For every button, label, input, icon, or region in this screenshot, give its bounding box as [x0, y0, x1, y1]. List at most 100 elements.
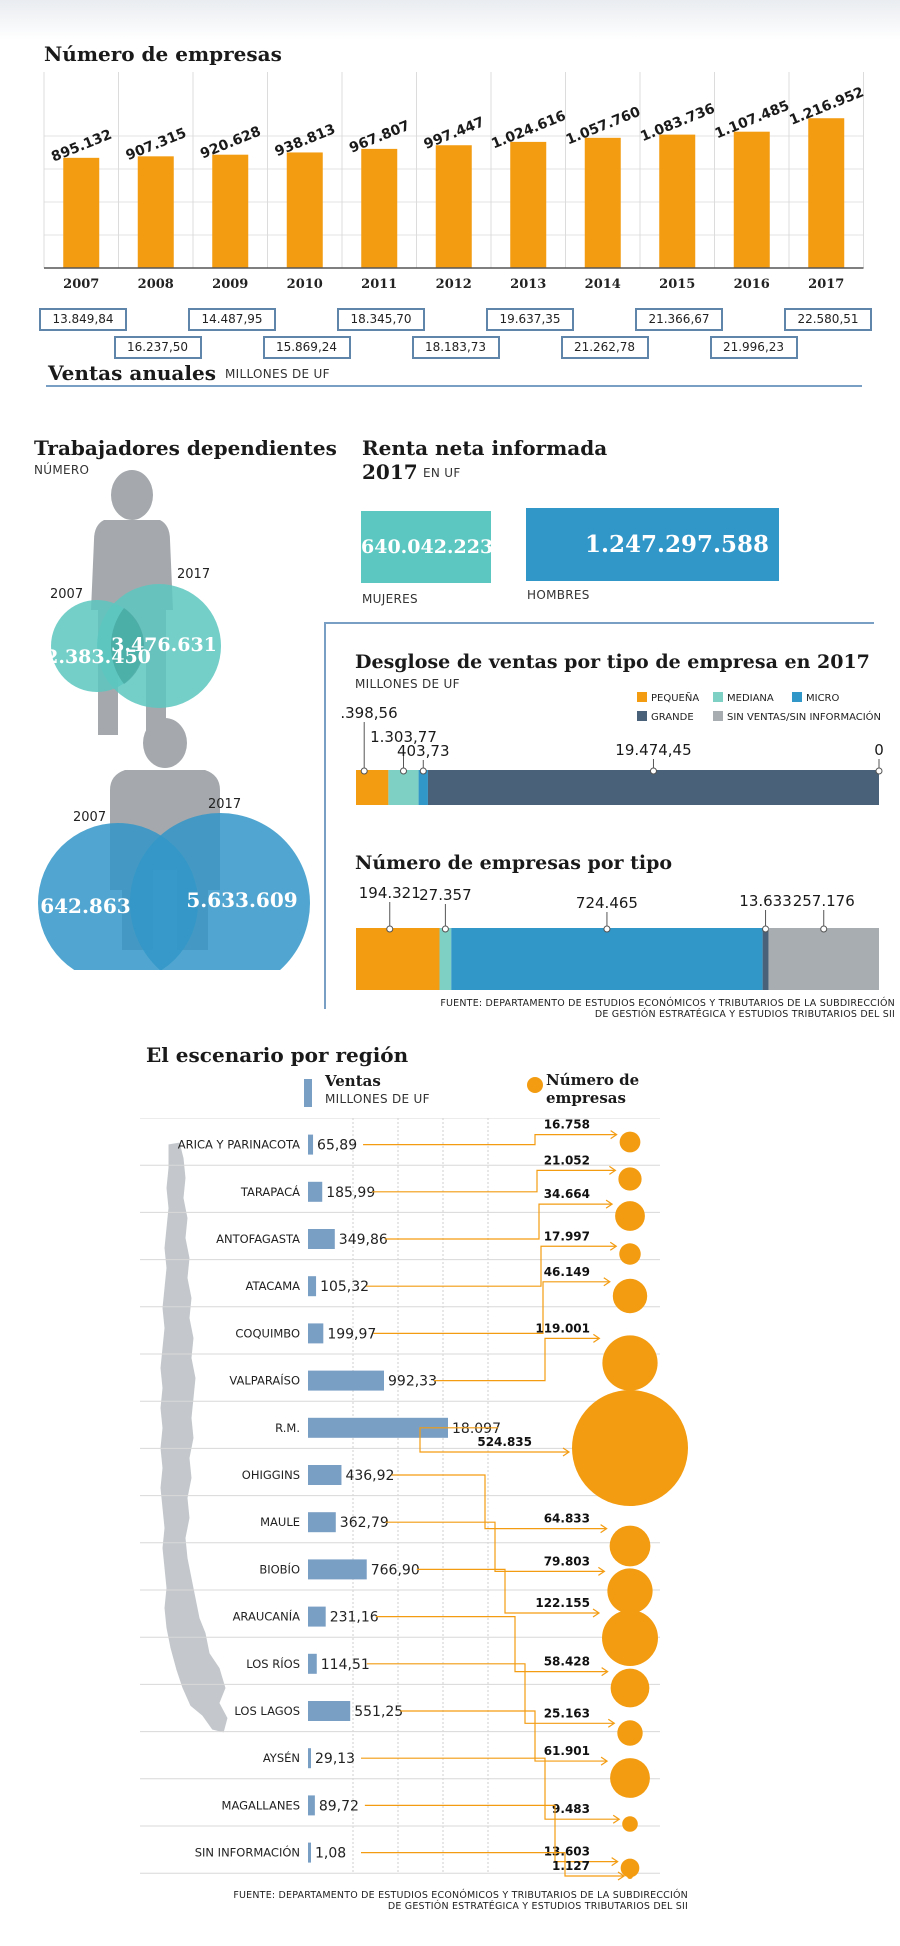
region-empresas-label-1: 21.052 — [544, 1153, 590, 1167]
desglose-marker-3 — [649, 767, 657, 775]
year-tick-2007: 2007 — [63, 277, 99, 292]
num_tipo-marker-3 — [762, 925, 770, 933]
bar-2011 — [361, 148, 398, 268]
legend-empresas: Número de empresas — [546, 1071, 639, 1107]
mujeres-value-b: 3.476.631 — [111, 634, 217, 656]
region-empresas-label-7: 64.833 — [544, 1512, 590, 1526]
region-arrow-14 — [611, 1857, 619, 1867]
region-arrow-15 — [617, 1871, 626, 1881]
top-band — [0, 0, 900, 40]
bar-2013 — [510, 141, 547, 268]
region-connector-7 — [391, 1474, 606, 1530]
legend-pequena-swatch — [637, 692, 647, 702]
region-name-12: LOS LAGOS — [234, 1704, 300, 1718]
year-tick-2013: 2013 — [510, 277, 546, 292]
region-empresas-label-11: 25.163 — [544, 1706, 590, 1720]
renta-hombres-box: 1.247.297.588 — [526, 508, 779, 581]
region-bubble-12 — [610, 1758, 650, 1798]
region-bubble-13 — [622, 1816, 638, 1832]
bar-2009 — [212, 154, 249, 268]
region-connector-13 — [361, 1757, 619, 1820]
renta-mujeres-label: MUJERES — [362, 592, 418, 606]
year-tick-2009: 2009 — [212, 277, 248, 292]
desglose-label-2: 403,73 — [397, 742, 450, 760]
bar-2010 — [286, 152, 323, 268]
desglose-frame-left — [324, 622, 326, 1009]
ventas-box-2016: 21.996,23 — [709, 336, 798, 359]
region-empresas-label-6: 524.835 — [477, 1435, 532, 1449]
bar-2016 — [733, 131, 770, 268]
empresas-title: Número de empresas — [44, 42, 282, 66]
region-ventas-label-15: 1,08 — [315, 1846, 346, 1862]
region-empresas-label-10: 58.428 — [544, 1655, 590, 1669]
renta-mujeres-value: 640.042.223 — [361, 536, 494, 558]
hombres-year-a: 2007 — [73, 810, 106, 825]
mujeres-value-a: 2.383.450 — [45, 646, 151, 668]
trabajadores-subtitle: NÚMERO — [34, 463, 90, 477]
mujeres-year-a: 2007 — [50, 587, 83, 602]
region-ventas-label-4: 199,97 — [327, 1326, 376, 1342]
num_tipo-label-0: 194.321 — [359, 884, 421, 902]
region-ventas-label-6: 18.097 — [452, 1421, 501, 1437]
region-bar-13 — [308, 1748, 311, 1769]
ventas-box-2007: 13.849,84 — [39, 308, 127, 331]
region-arrow-4 — [603, 1277, 611, 1287]
region-empresas-label-13: 9.483 — [552, 1802, 590, 1816]
region-name-6: R.M. — [275, 1421, 300, 1435]
region-bubble-11 — [617, 1720, 643, 1746]
legend-ventas-sub: MILLONES DE UF — [325, 1092, 430, 1106]
year-tick-2012: 2012 — [436, 277, 472, 292]
num_tipo-segment-3 — [762, 928, 769, 990]
region-arrow-12 — [600, 1756, 609, 1766]
renta-hombres-label: HOMBRES — [527, 588, 590, 602]
num_tipo-segment-4 — [768, 928, 879, 990]
region-name-3: ATACAMA — [246, 1279, 301, 1293]
desglose-segment-1 — [388, 770, 419, 805]
region-name-15: SIN INFORMACIÓN — [195, 1845, 300, 1860]
region-name-1: TARAPACÁ — [240, 1184, 300, 1199]
legend-micro: MICRO — [792, 692, 839, 704]
num_tipo-label-2: 724.465 — [576, 894, 638, 912]
region-empresas-label-0: 16.758 — [544, 1118, 590, 1132]
region-bubble-4 — [612, 1278, 648, 1314]
legend-micro-swatch — [792, 692, 802, 702]
ventas-box-2010: 15.869,24 — [262, 336, 351, 359]
year-tick-2008: 2008 — [138, 277, 174, 292]
region-empresas-label-14: 13.603 — [544, 1845, 590, 1859]
renta-subtitle: EN UF — [423, 466, 461, 480]
renta-mujeres-box: 640.042.223 — [361, 511, 494, 583]
region-title: El escenario por región — [146, 1043, 409, 1067]
region-name-0: ARICA Y PARINACOTA — [178, 1138, 300, 1152]
num_tipo-label-3: 13.633 — [739, 892, 792, 910]
region-name-11: LOS RÍOS — [246, 1656, 300, 1671]
region-bubble-5 — [602, 1335, 658, 1391]
desglose-label-4: 0 — [874, 741, 884, 759]
desglose-label-3: 19.474,45 — [615, 741, 691, 759]
legend-mediana-swatch — [713, 692, 723, 702]
region-bar-2 — [308, 1229, 335, 1249]
region-arrow-5 — [593, 1333, 601, 1343]
region-empresas-label-9: 122.155 — [535, 1596, 590, 1610]
desglose-marker-4 — [875, 767, 883, 775]
year-tick-2015: 2015 — [659, 277, 695, 292]
region-bar-8 — [308, 1512, 336, 1533]
region-connector-8 — [385, 1521, 604, 1572]
fuente-2-line1: FUENTE: DEPARTAMENTO DE ESTUDIOS ECONÓMI… — [233, 1890, 688, 1901]
fuente-2-line2: DE GESTIÓN ESTRATÉGICA Y ESTUDIOS TRIBUT… — [387, 1901, 688, 1912]
ventas-box-2013: 19.637,35 — [486, 308, 574, 331]
num_tipo-marker-0 — [386, 925, 394, 933]
trabajadores-venn: 2007 2017 2.383.450 3.476.631 2007 2017 … — [20, 470, 310, 970]
region-arrow-13 — [612, 1814, 621, 1824]
desglose-frame-top — [324, 622, 874, 624]
ventas-divider — [46, 385, 862, 387]
year-tick-2010: 2010 — [287, 277, 323, 292]
desglose-label-0: 1.398,56 — [340, 704, 398, 722]
ventas-subtitle: MILLONES DE UF — [225, 367, 330, 381]
region-arrow-10 — [601, 1667, 609, 1677]
region-bubble-1 — [618, 1167, 642, 1191]
ventas-box-2009: 14.487,95 — [188, 308, 276, 331]
region-ventas-label-1: 185,99 — [326, 1185, 375, 1201]
region-ventas-label-11: 114,51 — [321, 1657, 370, 1673]
bar-2012 — [435, 145, 472, 268]
